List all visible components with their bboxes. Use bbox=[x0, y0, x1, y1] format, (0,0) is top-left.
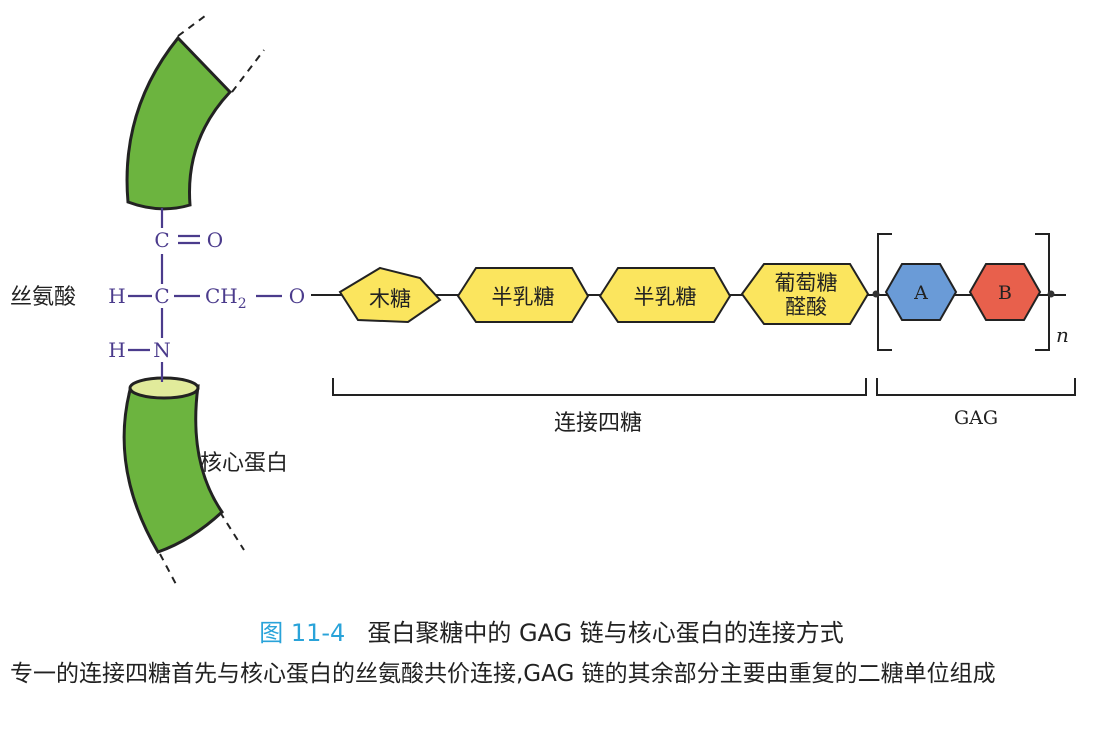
gag-brace bbox=[876, 378, 1076, 396]
core-protein-label: 核心蛋白 bbox=[200, 451, 288, 476]
unit-a-hexagon bbox=[884, 263, 958, 321]
glucuronic-acid-label-line2: 醛酸 bbox=[785, 295, 827, 319]
methylene-ch: CH bbox=[205, 284, 238, 308]
ester-oxygen: O bbox=[289, 284, 305, 308]
xylose-pentagon bbox=[338, 266, 442, 324]
core-protein-bottom bbox=[122, 384, 224, 554]
xylose-label: 木糖 bbox=[369, 287, 411, 311]
protein-continuation-dashes bbox=[159, 15, 265, 589]
carbonyl-oxygen: O bbox=[207, 228, 223, 252]
galactose-2-label: 半乳糖 bbox=[634, 285, 697, 309]
alpha-carbon: C bbox=[154, 284, 169, 308]
amide-nitrogen: N bbox=[153, 338, 171, 362]
galactose-1-label: 半乳糖 bbox=[492, 285, 555, 309]
serine-bonds bbox=[128, 208, 282, 382]
figure-title: 蛋白聚糖中的 GAG 链与核心蛋白的连接方式 bbox=[367, 619, 844, 647]
galactose-2-hexagon bbox=[598, 267, 732, 323]
figure-number: 图 11-4 bbox=[259, 619, 346, 647]
proteoglycan-diagram: C O H C CH2 O H N 丝氨酸 核心蛋白 木糖 半乳糖 半乳糖 葡萄… bbox=[10, 15, 1076, 589]
serine-label: 丝氨酸 bbox=[10, 285, 76, 310]
unit-a-label: A bbox=[913, 282, 928, 304]
core-protein-cut-face bbox=[128, 376, 200, 400]
gag-label: GAG bbox=[954, 407, 998, 429]
glucuronic-acid-label-line1: 葡萄糖 bbox=[775, 271, 838, 295]
tetrasaccharide-label: 连接四糖 bbox=[554, 411, 642, 436]
unit-b-hexagon bbox=[968, 263, 1042, 321]
figure-caption: 图 11-4 蛋白聚糖中的 GAG 链与核心蛋白的连接方式 bbox=[0, 616, 1103, 650]
methylene-subscript: 2 bbox=[238, 296, 247, 312]
methylene-group: CH2 bbox=[205, 284, 247, 312]
serine-atoms: C O H C CH2 O H N bbox=[108, 228, 305, 362]
amide-hydrogen: H bbox=[108, 338, 125, 362]
alpha-hydrogen: H bbox=[108, 284, 125, 308]
unit-b-label: B bbox=[998, 282, 1012, 304]
bond-dot-left bbox=[872, 290, 880, 298]
tetrasaccharide-brace bbox=[332, 378, 867, 396]
repeat-count-n: n bbox=[1056, 323, 1069, 347]
glucuronic-acid-hexagon bbox=[740, 263, 870, 325]
bond-dot-right bbox=[1047, 290, 1055, 298]
carbonyl-carbon: C bbox=[154, 228, 169, 252]
figure-description: 专一的连接四糖首先与核心蛋白的丝氨酸共价连接,GAG 链的其余部分主要由重复的二… bbox=[10, 661, 996, 687]
galactose-1-hexagon bbox=[456, 267, 590, 323]
core-protein-top bbox=[125, 35, 233, 211]
